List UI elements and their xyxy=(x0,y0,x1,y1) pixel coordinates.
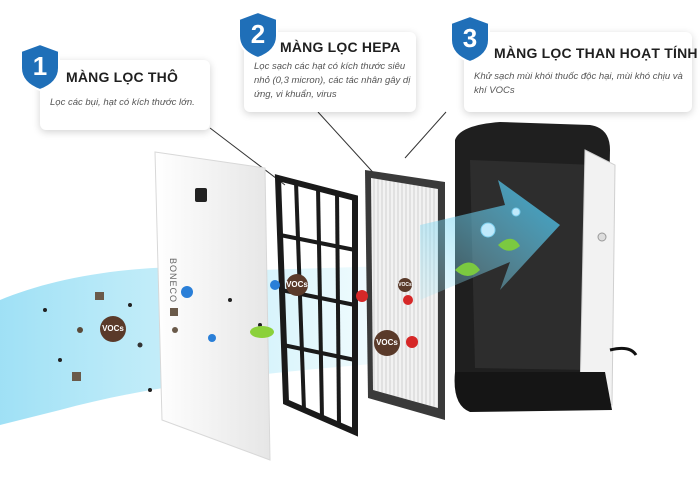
shield-icon xyxy=(20,42,60,92)
shield-icon xyxy=(238,10,278,60)
callout-card: MÀNG LỌC THAN HOẠT TÍNH Khử sạch mùi khó… xyxy=(464,32,698,112)
callout-description: Lọc sạch các hạt có kích thước siêu nhỏ … xyxy=(254,61,411,100)
callout-title: MÀNG LỌC HEPA xyxy=(280,39,401,55)
callout-connectors xyxy=(209,111,447,186)
callout-number: 3 xyxy=(462,23,478,53)
callout-title: MÀNG LỌC THAN HOẠT TÍNH xyxy=(494,45,698,61)
dust-particles xyxy=(43,292,262,392)
front-panel xyxy=(154,151,271,461)
vocs-bubble: VOCs xyxy=(398,278,412,292)
callout-description: Khử sạch mùi khói thuốc độc hại, mùi khó… xyxy=(474,71,683,96)
vocs-bubble: VOCs xyxy=(286,274,308,296)
callout-number: 1 xyxy=(32,51,48,81)
vocs-bubble: VOCs xyxy=(374,330,400,356)
callout-number: 2 xyxy=(250,19,266,49)
shield-icon xyxy=(450,14,490,64)
panel-display xyxy=(195,188,207,202)
hepa-filter xyxy=(365,170,445,420)
brand-label: BONECO xyxy=(168,258,178,304)
bacteria-particles xyxy=(181,207,521,348)
callout-card: MÀNG LỌC THÔ Lọc các bụi, hạt có kích th… xyxy=(40,60,210,130)
callout-description: Lọc các bụi, hạt có kích thước lớn. xyxy=(50,97,195,108)
callout-title: MÀNG LỌC THÔ xyxy=(66,69,179,85)
vocs-bubble: VOCs xyxy=(100,316,126,342)
